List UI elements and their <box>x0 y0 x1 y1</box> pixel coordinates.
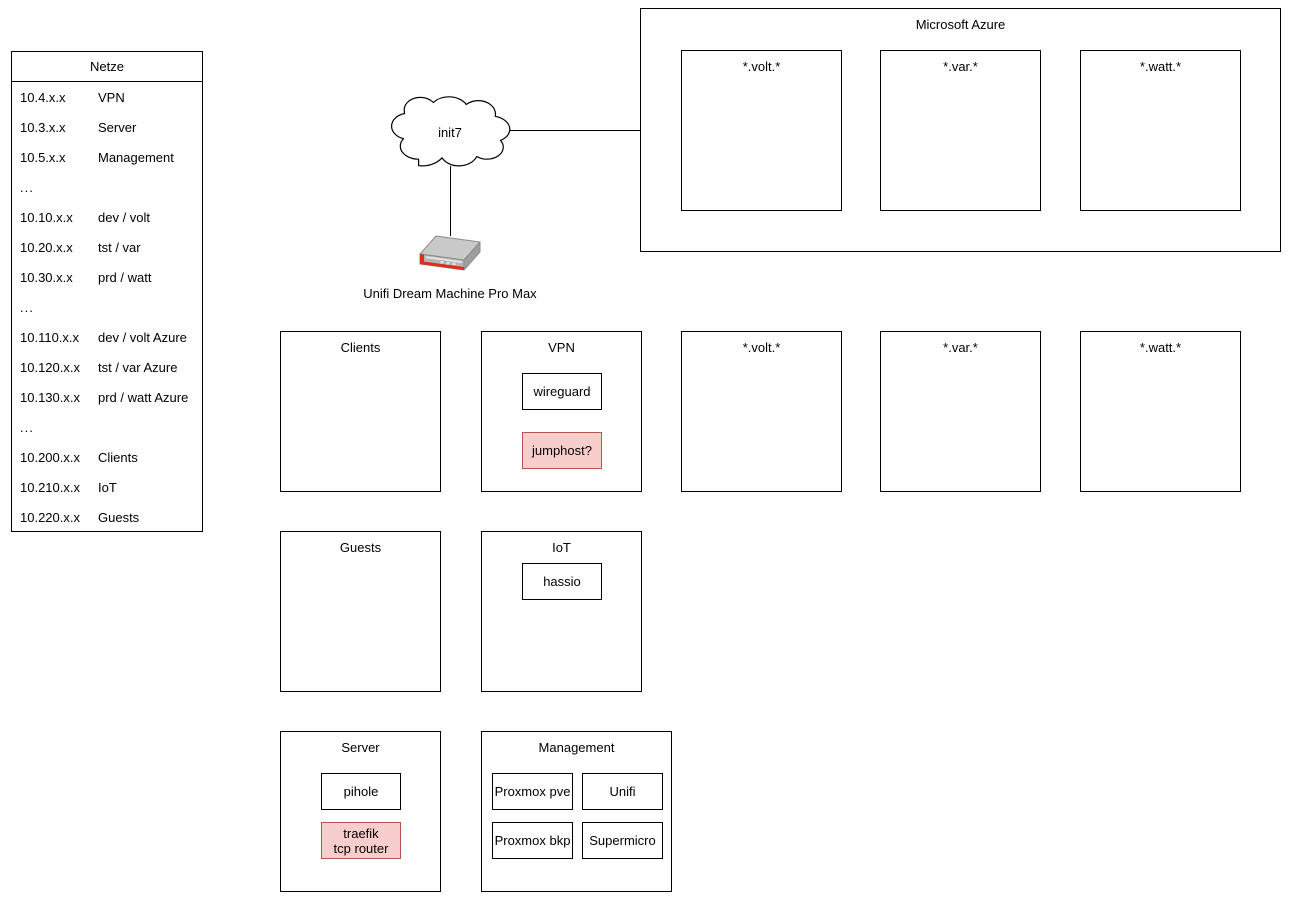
netze-ip: 10.110.x.x <box>20 329 80 345</box>
service-node-label: Supermicro <box>589 833 656 848</box>
table-row: 10.30.x.x prd / watt <box>12 262 202 292</box>
vlan-title: Guests <box>339 540 382 555</box>
netze-name: prd / watt <box>98 269 152 285</box>
netze-ip: 10.220.x.x <box>20 509 80 525</box>
netze-name: prd / watt Azure <box>98 389 189 405</box>
netze-ip: ... <box>20 179 34 195</box>
vlan-server[interactable]: Server pihole traefik tcp router <box>280 731 441 892</box>
service-node-supermicro[interactable]: Supermicro <box>582 822 663 859</box>
netze-ip: 10.120.x.x <box>20 359 80 375</box>
netze-name: Server <box>98 119 137 135</box>
azure-title: Microsoft Azure <box>915 17 1006 32</box>
service-node-label: traefik tcp router <box>333 825 389 856</box>
service-node-unifi[interactable]: Unifi <box>582 773 663 810</box>
netze-ip: 10.30.x.x <box>20 269 73 285</box>
vlan-title: IoT <box>552 540 571 555</box>
table-row: 10.220.x.x Guests <box>12 502 202 532</box>
vlan-title: Server <box>341 740 380 755</box>
table-row: 10.210.x.x IoT <box>12 472 202 502</box>
netze-name: dev / volt Azure <box>98 329 187 345</box>
vlan-title: *.volt.* <box>742 340 781 355</box>
table-row-separator: ... <box>12 412 202 442</box>
netze-ip: 10.210.x.x <box>20 479 80 495</box>
vlan-volt[interactable]: *.volt.* <box>681 331 842 492</box>
netze-name: dev / volt <box>98 209 151 225</box>
service-node-pihole[interactable]: pihole <box>321 773 401 810</box>
vlan-iot[interactable]: IoT hassio <box>481 531 642 692</box>
service-node-label: hassio <box>543 574 581 589</box>
netze-table-rows: 10.4.x.x VPN 10.3.x.x Server 10.5.x.x Ma… <box>12 82 202 532</box>
netze-ip: 10.200.x.x <box>20 449 80 465</box>
vlan-title: *.watt.* <box>1139 340 1182 355</box>
connector-cloud-to-azure <box>510 130 640 131</box>
service-node-jumphost[interactable]: jumphost? <box>522 432 602 469</box>
azure-zone-title: *.var.* <box>943 59 978 74</box>
table-row: 10.5.x.x Management <box>12 142 202 172</box>
netze-ip: 10.5.x.x <box>20 149 66 165</box>
vlan-vpn[interactable]: VPN wireguard jumphost? <box>481 331 642 492</box>
netze-ip: ... <box>20 299 34 315</box>
service-node-proxmox-bkp[interactable]: Proxmox bkp <box>492 822 573 859</box>
service-node-label: pihole <box>343 784 379 799</box>
netze-ip: 10.3.x.x <box>20 119 66 135</box>
service-node-hassio[interactable]: hassio <box>522 563 602 600</box>
azure-zone-watt[interactable]: *.watt.* <box>1080 50 1241 211</box>
unifi-router-icon <box>418 234 482 282</box>
table-row: 10.10.x.x dev / volt <box>12 202 202 232</box>
azure-zone-title: *.volt.* <box>742 59 781 74</box>
unifi-router-label: Unifi Dream Machine Pro Max <box>363 286 537 301</box>
table-row: 10.4.x.x VPN <box>12 82 202 112</box>
service-node-wireguard[interactable]: wireguard <box>522 373 602 410</box>
netze-name: IoT <box>98 479 117 495</box>
table-row: 10.20.x.x tst / var <box>12 232 202 262</box>
netze-name: VPN <box>98 89 125 105</box>
netze-name: Clients <box>98 449 138 465</box>
service-node-label: Proxmox pve <box>494 784 571 799</box>
netze-ip: 10.130.x.x <box>20 389 80 405</box>
netze-ip: 10.20.x.x <box>20 239 73 255</box>
table-row: 10.120.x.x tst / var Azure <box>12 352 202 382</box>
netze-name: tst / var Azure <box>98 359 178 375</box>
table-row-separator: ... <box>12 292 202 322</box>
vlan-watt[interactable]: *.watt.* <box>1080 331 1241 492</box>
netze-name: tst / var <box>98 239 141 255</box>
netze-table: Netze 10.4.x.x VPN 10.3.x.x Server 10.5.… <box>11 51 203 532</box>
table-row: 10.3.x.x Server <box>12 112 202 142</box>
vlan-management[interactable]: Management Proxmox pve Unifi Proxmox bkp… <box>481 731 672 892</box>
azure-zone-volt[interactable]: *.volt.* <box>681 50 842 211</box>
netze-ip: ... <box>20 419 34 435</box>
init7-cloud-label: init7 <box>438 124 462 140</box>
table-row: 10.200.x.x Clients <box>12 442 202 472</box>
netze-table-title: Netze <box>12 52 202 82</box>
azure-zone-var[interactable]: *.var.* <box>880 50 1041 211</box>
vlan-title: Clients <box>340 340 381 355</box>
vlan-title: Management <box>538 740 615 755</box>
vlan-title: VPN <box>548 340 575 355</box>
table-row: 10.110.x.x dev / volt Azure <box>12 322 202 352</box>
netze-ip: 10.4.x.x <box>20 89 66 105</box>
connector-cloud-to-router <box>450 166 451 236</box>
table-row-separator: ... <box>12 172 202 202</box>
netze-name: Management <box>98 149 174 165</box>
init7-cloud: init7 <box>386 96 514 168</box>
azure-zone-title: *.watt.* <box>1139 59 1182 74</box>
service-node-label: Proxmox bkp <box>494 833 571 848</box>
service-node-label: Unifi <box>609 784 636 799</box>
service-node-label: jumphost? <box>532 443 592 458</box>
service-node-proxmox-pve[interactable]: Proxmox pve <box>492 773 573 810</box>
vlan-var[interactable]: *.var.* <box>880 331 1041 492</box>
netze-ip: 10.10.x.x <box>20 209 73 225</box>
service-node-label: wireguard <box>533 384 591 399</box>
netze-name: Guests <box>98 509 140 525</box>
service-node-traefik[interactable]: traefik tcp router <box>321 822 401 859</box>
vlan-title: *.var.* <box>943 340 978 355</box>
vlan-guests[interactable]: Guests <box>280 531 441 692</box>
table-row: 10.130.x.x prd / watt Azure <box>12 382 202 412</box>
vlan-clients[interactable]: Clients <box>280 331 441 492</box>
